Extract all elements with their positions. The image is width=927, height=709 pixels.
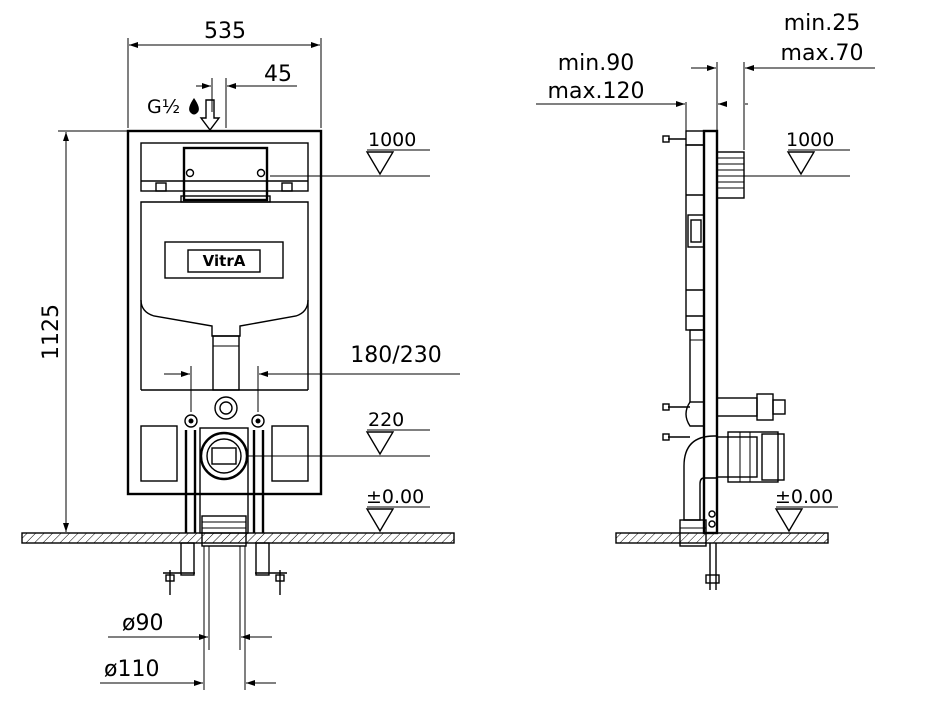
height-dimension: 1125	[39, 304, 64, 360]
pipe-dia-small-label: ø90	[122, 611, 163, 636]
depth-max-right-label: max.70	[781, 41, 864, 66]
floor-slab-front	[21, 532, 455, 544]
side-view: min.90 max.120 min.25 max.70 1000 ±0.00	[536, 11, 875, 590]
cistern-top-panel	[140, 142, 309, 192]
floor-level-label-side: ±0.00	[775, 486, 833, 508]
frame-outline	[126, 129, 323, 496]
depth-min-right-label: min.25	[784, 11, 860, 36]
brand-logo-text: VitrA	[203, 252, 246, 270]
front-view: VitrA	[21, 19, 460, 690]
inlet-thread-label: G½	[147, 96, 180, 118]
down-arrow-icon	[199, 99, 221, 132]
left-bracket-block	[140, 425, 178, 482]
side-inlet-stub	[716, 397, 758, 417]
pipe-dia-large-label: ø110	[104, 657, 159, 682]
width-dimension: 535	[204, 19, 246, 44]
floor-level-label-front: ±0.00	[366, 486, 424, 508]
brand-logo-plate	[164, 241, 284, 279]
flush-actuator-box	[182, 146, 269, 202]
side-frame-upright	[702, 129, 719, 535]
right-bracket-block	[271, 425, 309, 482]
outlet-pipe-ring	[199, 431, 249, 481]
side-outlet-bend	[683, 435, 718, 521]
outlet-bend	[199, 427, 249, 534]
threaded-adapter	[716, 151, 745, 199]
pipe-spacing-dimension: 180/230	[350, 343, 441, 368]
water-drop-icon	[189, 98, 199, 115]
level-triangle-icon	[365, 151, 395, 176]
level-triangle-icon	[774, 508, 804, 533]
level-triangle-icon	[365, 431, 395, 456]
level-triangle-icon	[786, 151, 816, 176]
inlet-offset-dimension: 45	[264, 62, 292, 87]
floor-slab-side	[615, 532, 829, 544]
side-flush-plate-height-label: 1000	[786, 129, 834, 151]
flush-plate-height-label: 1000	[368, 129, 416, 151]
level-triangle-icon	[365, 508, 395, 533]
depth-min-left-label: min.90	[558, 51, 634, 76]
outlet-height-label: 220	[368, 409, 404, 431]
depth-max-left-label: max.120	[548, 79, 645, 104]
